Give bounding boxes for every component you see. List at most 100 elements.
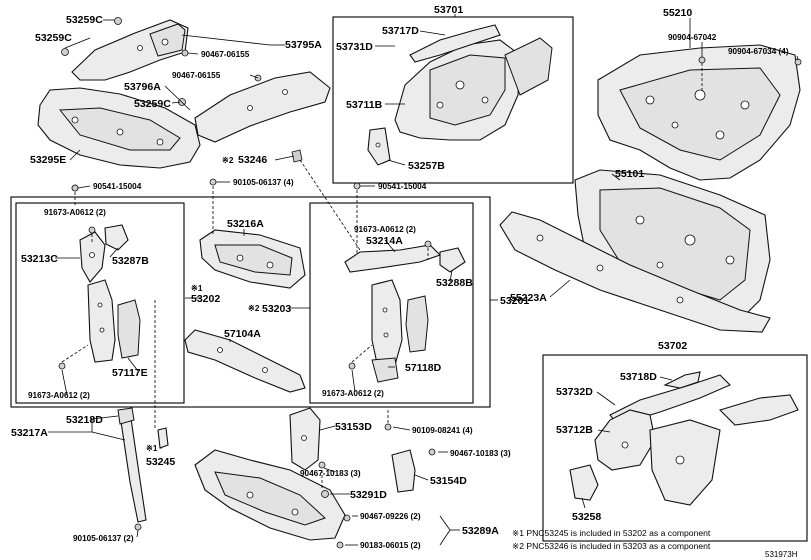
- bolt-icon: [88, 226, 96, 234]
- label-53259C-left: 53259C: [35, 32, 72, 44]
- bolt-icon: [384, 423, 392, 431]
- label-57117E: 57117E: [112, 367, 148, 379]
- part-shape-53217A: [117, 407, 147, 523]
- bolt-icon: [353, 182, 361, 190]
- part-shape-53153D: [289, 407, 321, 471]
- bolt-icon: [424, 240, 432, 248]
- label-53701: 53701: [434, 4, 463, 16]
- dashed-lines: [61, 63, 703, 490]
- mark-note2-b: ※2: [248, 304, 260, 313]
- mark-note1-a: ※1: [191, 284, 203, 293]
- clip-icon: [114, 17, 122, 25]
- part-shape-53245: [157, 427, 169, 449]
- label-55223A: 55223A: [510, 292, 547, 304]
- part-shape-57117E: [87, 279, 141, 363]
- label-53795A: 53795A: [285, 39, 322, 51]
- label-55210: 55210: [663, 7, 692, 19]
- bolt-icon: [134, 523, 142, 531]
- label-91673-A0612-d: 91673-A0612 (2): [322, 389, 384, 398]
- mark-note1-b: ※1: [146, 444, 158, 453]
- clip-icon: [698, 56, 706, 64]
- group-box-53201: [10, 196, 491, 408]
- bolt-icon: [348, 362, 356, 370]
- mark-note2-a: ※2: [222, 156, 234, 165]
- part-shape-53154D: [391, 449, 416, 493]
- label-90183-06015: 90183-06015 (2): [360, 541, 421, 550]
- part-shape-53257B: [367, 127, 391, 166]
- part-shape-53287B: [104, 224, 129, 251]
- label-53731D: 53731D: [336, 41, 373, 53]
- label-53213C: 53213C: [21, 253, 58, 265]
- part-shape-53702-right: [718, 394, 799, 426]
- label-90467-10183-a: 90467-10183 (3): [300, 469, 361, 478]
- part-shape-53289A: [194, 449, 346, 541]
- label-53288B: 53288B: [436, 277, 473, 289]
- bolt-icon: [343, 514, 351, 522]
- label-53295E: 53295E: [30, 154, 66, 166]
- label-53287B: 53287B: [112, 255, 149, 267]
- bolt-icon: [336, 541, 344, 549]
- label-53154D: 53154D: [430, 475, 467, 487]
- bolt-icon: [71, 184, 79, 192]
- label-57104A: 57104A: [224, 328, 261, 340]
- label-53214A: 53214A: [366, 235, 403, 247]
- label-90904-67034: 90904-67034 (4): [728, 47, 789, 56]
- label-53259C-top: 53259C: [66, 14, 103, 26]
- group-box-53701: [332, 16, 574, 184]
- diagram-id: 531973H: [765, 550, 798, 559]
- label-90467-06155-a: 90467-06155: [201, 50, 250, 59]
- label-90105-06137-4: 90105-06137 (4): [233, 178, 294, 187]
- group-box-53202: [15, 202, 185, 404]
- part-shape-53796A: [194, 71, 331, 143]
- bolt-icon: [209, 178, 217, 186]
- bolt-icon: [58, 362, 66, 370]
- part-shape-55210: [597, 44, 801, 181]
- part-shape-53712B: [594, 409, 721, 506]
- label-53257B: 53257B: [408, 160, 445, 172]
- clip-icon: [61, 48, 69, 56]
- label-91673-A0612-a: 91673-A0612 (2): [44, 208, 106, 217]
- label-53289A: 53289A: [462, 525, 499, 537]
- label-53218D: 53218D: [66, 414, 103, 426]
- clip-icon: [291, 149, 303, 163]
- bolt-icon: [428, 448, 436, 456]
- group-box-53203: [309, 202, 474, 404]
- part-shape-53258: [569, 464, 599, 501]
- label-53259C-mid: 53259C: [134, 98, 171, 110]
- part-shape-53795A: [71, 19, 189, 81]
- footnote-1: ※1 PNC53245 is included in 53202 as a co…: [512, 528, 711, 538]
- label-57118D: 57118D: [405, 362, 442, 374]
- label-53201: 53201: [500, 295, 529, 307]
- part-shape-55223A: [499, 211, 771, 333]
- label-53702: 53702: [658, 340, 687, 352]
- label-55101: 55101: [615, 168, 644, 180]
- label-53711B: 53711B: [346, 99, 383, 111]
- label-53153D: 53153D: [335, 421, 372, 433]
- label-53291D: 53291D: [350, 489, 387, 501]
- part-shape-57118D: [371, 279, 429, 383]
- label-90467-06155-b: 90467-06155: [172, 71, 221, 80]
- label-53203: 53203: [262, 303, 291, 315]
- label-91673-A0612-b: 91673-A0612 (2): [354, 225, 416, 234]
- leader-lines: [48, 14, 799, 546]
- label-53258: 53258: [572, 511, 601, 523]
- part-shape-53213C: [79, 231, 106, 283]
- label-90105-06137-2: 90105-06137 (2): [73, 534, 134, 543]
- part-shape-53216A: [199, 229, 306, 289]
- label-53717D: 53717D: [382, 25, 419, 37]
- label-53732D: 53732D: [556, 386, 593, 398]
- label-53712B: 53712B: [556, 424, 593, 436]
- bolt-icon: [318, 461, 326, 469]
- clip-icon: [321, 490, 329, 498]
- label-53202: 53202: [191, 293, 220, 305]
- clip-icon: [181, 49, 189, 57]
- part-shape-53718D: [663, 371, 701, 389]
- label-53216A: 53216A: [227, 218, 264, 230]
- label-53246: 53246: [238, 154, 267, 166]
- footnote-2: ※2 PNC53246 is included in 53203 as a co…: [512, 541, 711, 551]
- part-shape-57104A: [184, 329, 306, 393]
- group-box-53702: [542, 354, 808, 542]
- part-shape-53717D: [409, 24, 501, 63]
- part-shape-53295E: [37, 87, 201, 169]
